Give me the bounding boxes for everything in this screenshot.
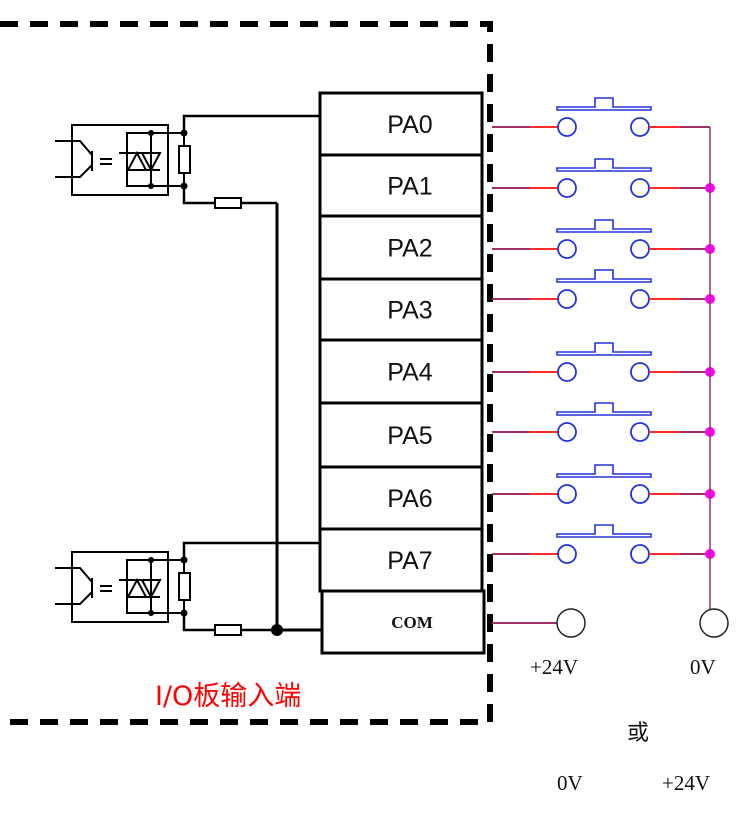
terminal-label: PA4 (387, 359, 432, 387)
switch-contact-icon (630, 178, 650, 198)
terminal-com (320, 589, 486, 655)
switch-contact-icon (557, 422, 577, 442)
phototransistor-icon (72, 140, 93, 178)
series-resistor-icon (214, 624, 242, 636)
switch-contact-icon (557, 178, 577, 198)
com-voltage-label: +24V (530, 655, 578, 679)
light-emission-icon (100, 158, 112, 165)
terminal-pa1 (318, 153, 484, 218)
io-board-title: I/O板输入端 (155, 681, 301, 712)
terminal-label: PA5 (387, 422, 432, 450)
shunt-resistor-icon (178, 572, 191, 601)
terminal-pa3 (318, 277, 484, 342)
or-label: 或 (627, 721, 649, 746)
switch-contact-icon (630, 544, 650, 564)
terminal-pa0 (318, 91, 484, 157)
terminal-pa6 (318, 465, 484, 531)
switch-contact-icon (557, 289, 577, 309)
optocoupler-circuit-top (55, 114, 320, 209)
terminal-label: PA3 (387, 297, 432, 325)
terminal-label: PA2 (387, 235, 432, 263)
com-supply-terminal (556, 608, 586, 638)
pushbutton-switch (492, 97, 710, 137)
pushbutton-switch (492, 269, 715, 309)
phototransistor-icon (72, 567, 93, 605)
signal-wire (182, 114, 320, 133)
terminal-pa4 (318, 338, 484, 405)
terminal-label: PA0 (387, 111, 432, 139)
switch-contact-icon (557, 239, 577, 259)
series-resistor-icon (214, 197, 242, 209)
signal-wire (182, 541, 320, 560)
common-wire (182, 186, 277, 205)
io-board-boundary (0, 21, 493, 725)
switch-contact-icon (630, 484, 650, 504)
pushbutton-actuator-icon (556, 524, 652, 538)
pushbutton-switch (492, 402, 715, 442)
terminal-label: PA7 (387, 547, 432, 575)
pushbutton-switch (492, 219, 715, 259)
pushbutton-switch (492, 464, 715, 504)
pushbutton-actuator-icon (556, 269, 652, 283)
pushbutton-actuator-icon (556, 402, 652, 416)
pushbutton-switch (492, 342, 715, 382)
pushbutton-switch (492, 158, 715, 198)
switch-contact-icon (630, 289, 650, 309)
terminal-label: PA1 (387, 173, 432, 201)
shunt-resistor-icon (178, 145, 191, 174)
switch-contact-icon (557, 544, 577, 564)
switch-array (492, 97, 715, 564)
switch-contact-icon (557, 484, 577, 504)
bus-supply-terminal (699, 608, 729, 638)
switch-contact-icon (630, 362, 650, 382)
light-emission-icon (100, 585, 112, 592)
optocoupler-circuit-bottom (55, 541, 320, 636)
switch-contact-icon (557, 362, 577, 382)
alt-com-voltage-label: 0V (557, 771, 583, 795)
switch-contact-icon (630, 117, 650, 137)
optocoupler-box (71, 124, 169, 196)
terminal-pa7 (318, 527, 484, 593)
common-junction-dot (271, 624, 283, 636)
pushbutton-actuator-icon (556, 219, 652, 233)
switch-contact-icon (630, 239, 650, 259)
pushbutton-actuator-icon (556, 342, 652, 356)
pushbutton-actuator-icon (556, 464, 652, 478)
terminal-label: PA6 (387, 485, 432, 513)
pushbutton-actuator-icon (556, 158, 652, 172)
bus-voltage-label: 0V (690, 655, 716, 679)
alt-bus-voltage-label: +24V (662, 771, 710, 795)
switch-contact-icon (630, 422, 650, 442)
terminal-label: COM (391, 613, 433, 632)
pushbutton-switch (492, 524, 715, 564)
optocoupler-box (71, 551, 169, 623)
switch-contact-icon (557, 117, 577, 137)
pushbutton-actuator-icon (556, 97, 652, 111)
